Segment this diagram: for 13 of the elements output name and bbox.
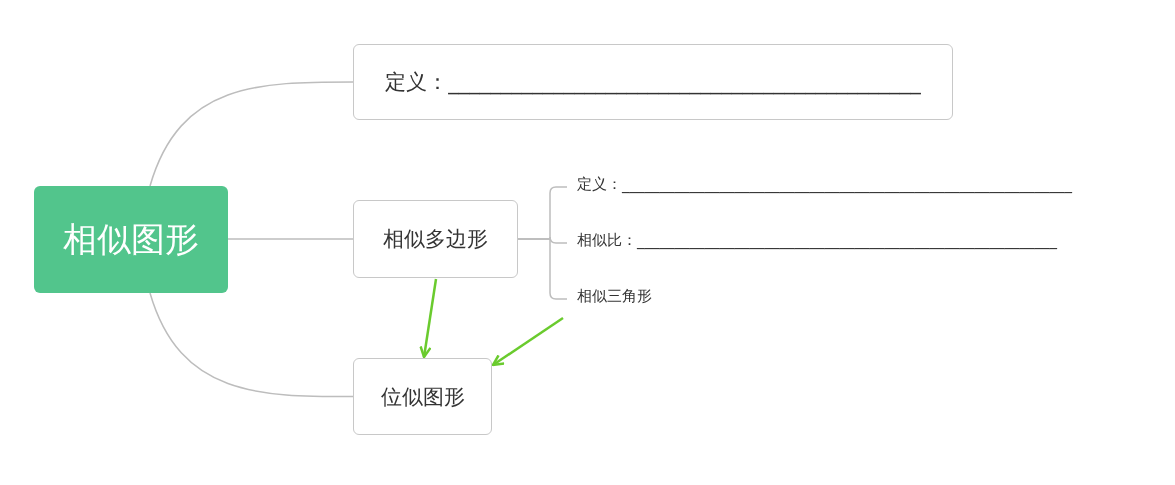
arrow — [491, 316, 564, 367]
topic-box: 位似图形 — [353, 358, 492, 435]
connector-line — [149, 81, 354, 187]
connector-line — [149, 292, 354, 398]
branch-text: 相似比：________________________________________________________ — [577, 228, 1107, 252]
connector-line — [517, 238, 568, 300]
topic-box: 相似多边形 — [353, 200, 518, 278]
topic-box: 相似图形 — [34, 186, 228, 293]
branch-text: 定义：____________________________________________________________ — [577, 172, 1122, 196]
branch-text: 相似三角形 — [577, 284, 687, 308]
connector-line — [227, 238, 354, 240]
topic-box: 定义：_____________________________________________ — [353, 44, 953, 120]
arrow — [419, 278, 438, 359]
